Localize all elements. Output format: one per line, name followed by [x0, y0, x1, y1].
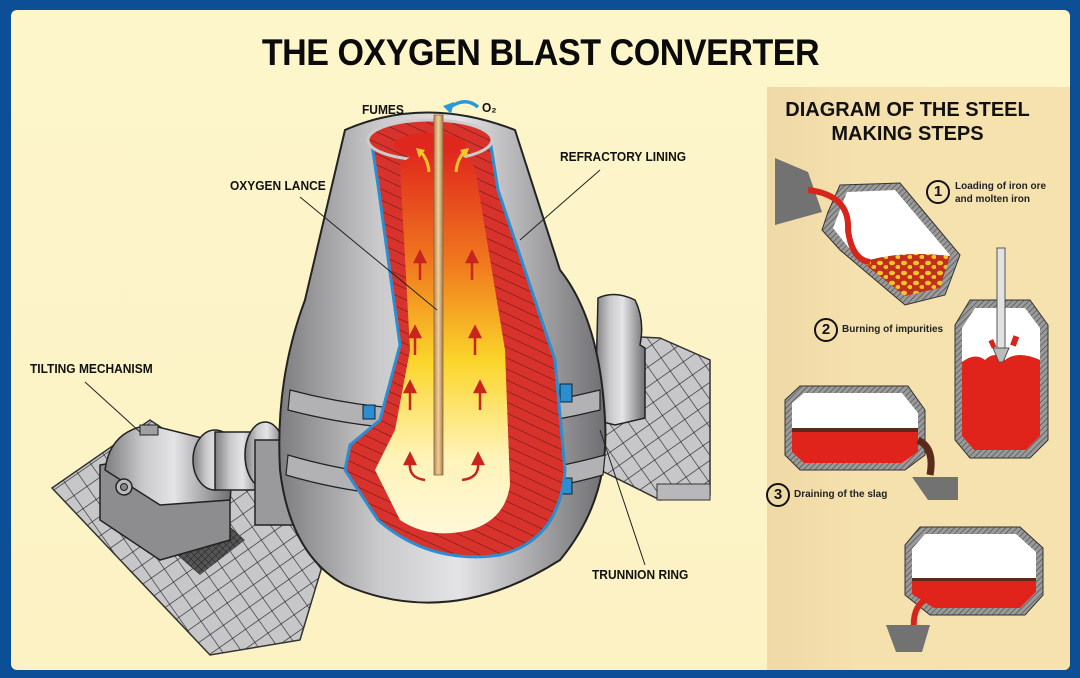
tilting-mechanism-motor: [99, 421, 301, 561]
label-refractory-lining: REFRACTORY LINING: [560, 149, 687, 164]
label-fumes: FUMES: [362, 102, 404, 117]
step1-illustration: [775, 158, 961, 306]
right-trunnion-bearing: [594, 293, 646, 426]
step4-illustration: [886, 526, 1044, 652]
gas-flow-arrows: [402, 249, 488, 482]
label-trunnion-ring: TRUNNION RING: [592, 567, 689, 582]
step-1-number: 1: [926, 180, 950, 204]
step-3-description: Draining of the slag: [794, 489, 888, 500]
leader-lines: [84, 169, 646, 566]
label-oxygen-lance: OXYGEN LANCE: [230, 178, 326, 193]
right-floor-edge: [656, 483, 711, 501]
step-2-description: Burning of impurities: [842, 324, 944, 335]
fumes-arrowhead-icon: [416, 148, 425, 158]
label-o2: O₂: [482, 100, 497, 115]
page-title: THE OXYGEN BLAST CONVERTER: [261, 32, 820, 73]
o2-arrowhead-icon: [443, 102, 454, 114]
step-3-number: 3: [766, 483, 790, 507]
steps-panel-title: DIAGRAM OF THE STEEL MAKING STEPS: [756, 98, 1059, 146]
step-1-description: Loading of iron ore and molten iron: [955, 180, 1046, 206]
step3-illustration: [784, 385, 958, 500]
oxygen-lance: [433, 114, 444, 476]
steps-title-line1: DIAGRAM OF THE STEEL: [785, 99, 1030, 121]
step-1-line1: Loading of iron ore: [955, 181, 1047, 192]
step-2-number: 2: [814, 318, 838, 342]
step2-illustration: [954, 247, 1049, 459]
steps-title-line2: MAKING STEPS: [831, 123, 984, 145]
step-1-line2: and molten iron: [955, 194, 1030, 205]
label-tilting-mechanism: TILTING MECHANISM: [30, 361, 153, 376]
fumes-arrowhead-icon: [460, 148, 469, 158]
ladle: [775, 158, 822, 225]
